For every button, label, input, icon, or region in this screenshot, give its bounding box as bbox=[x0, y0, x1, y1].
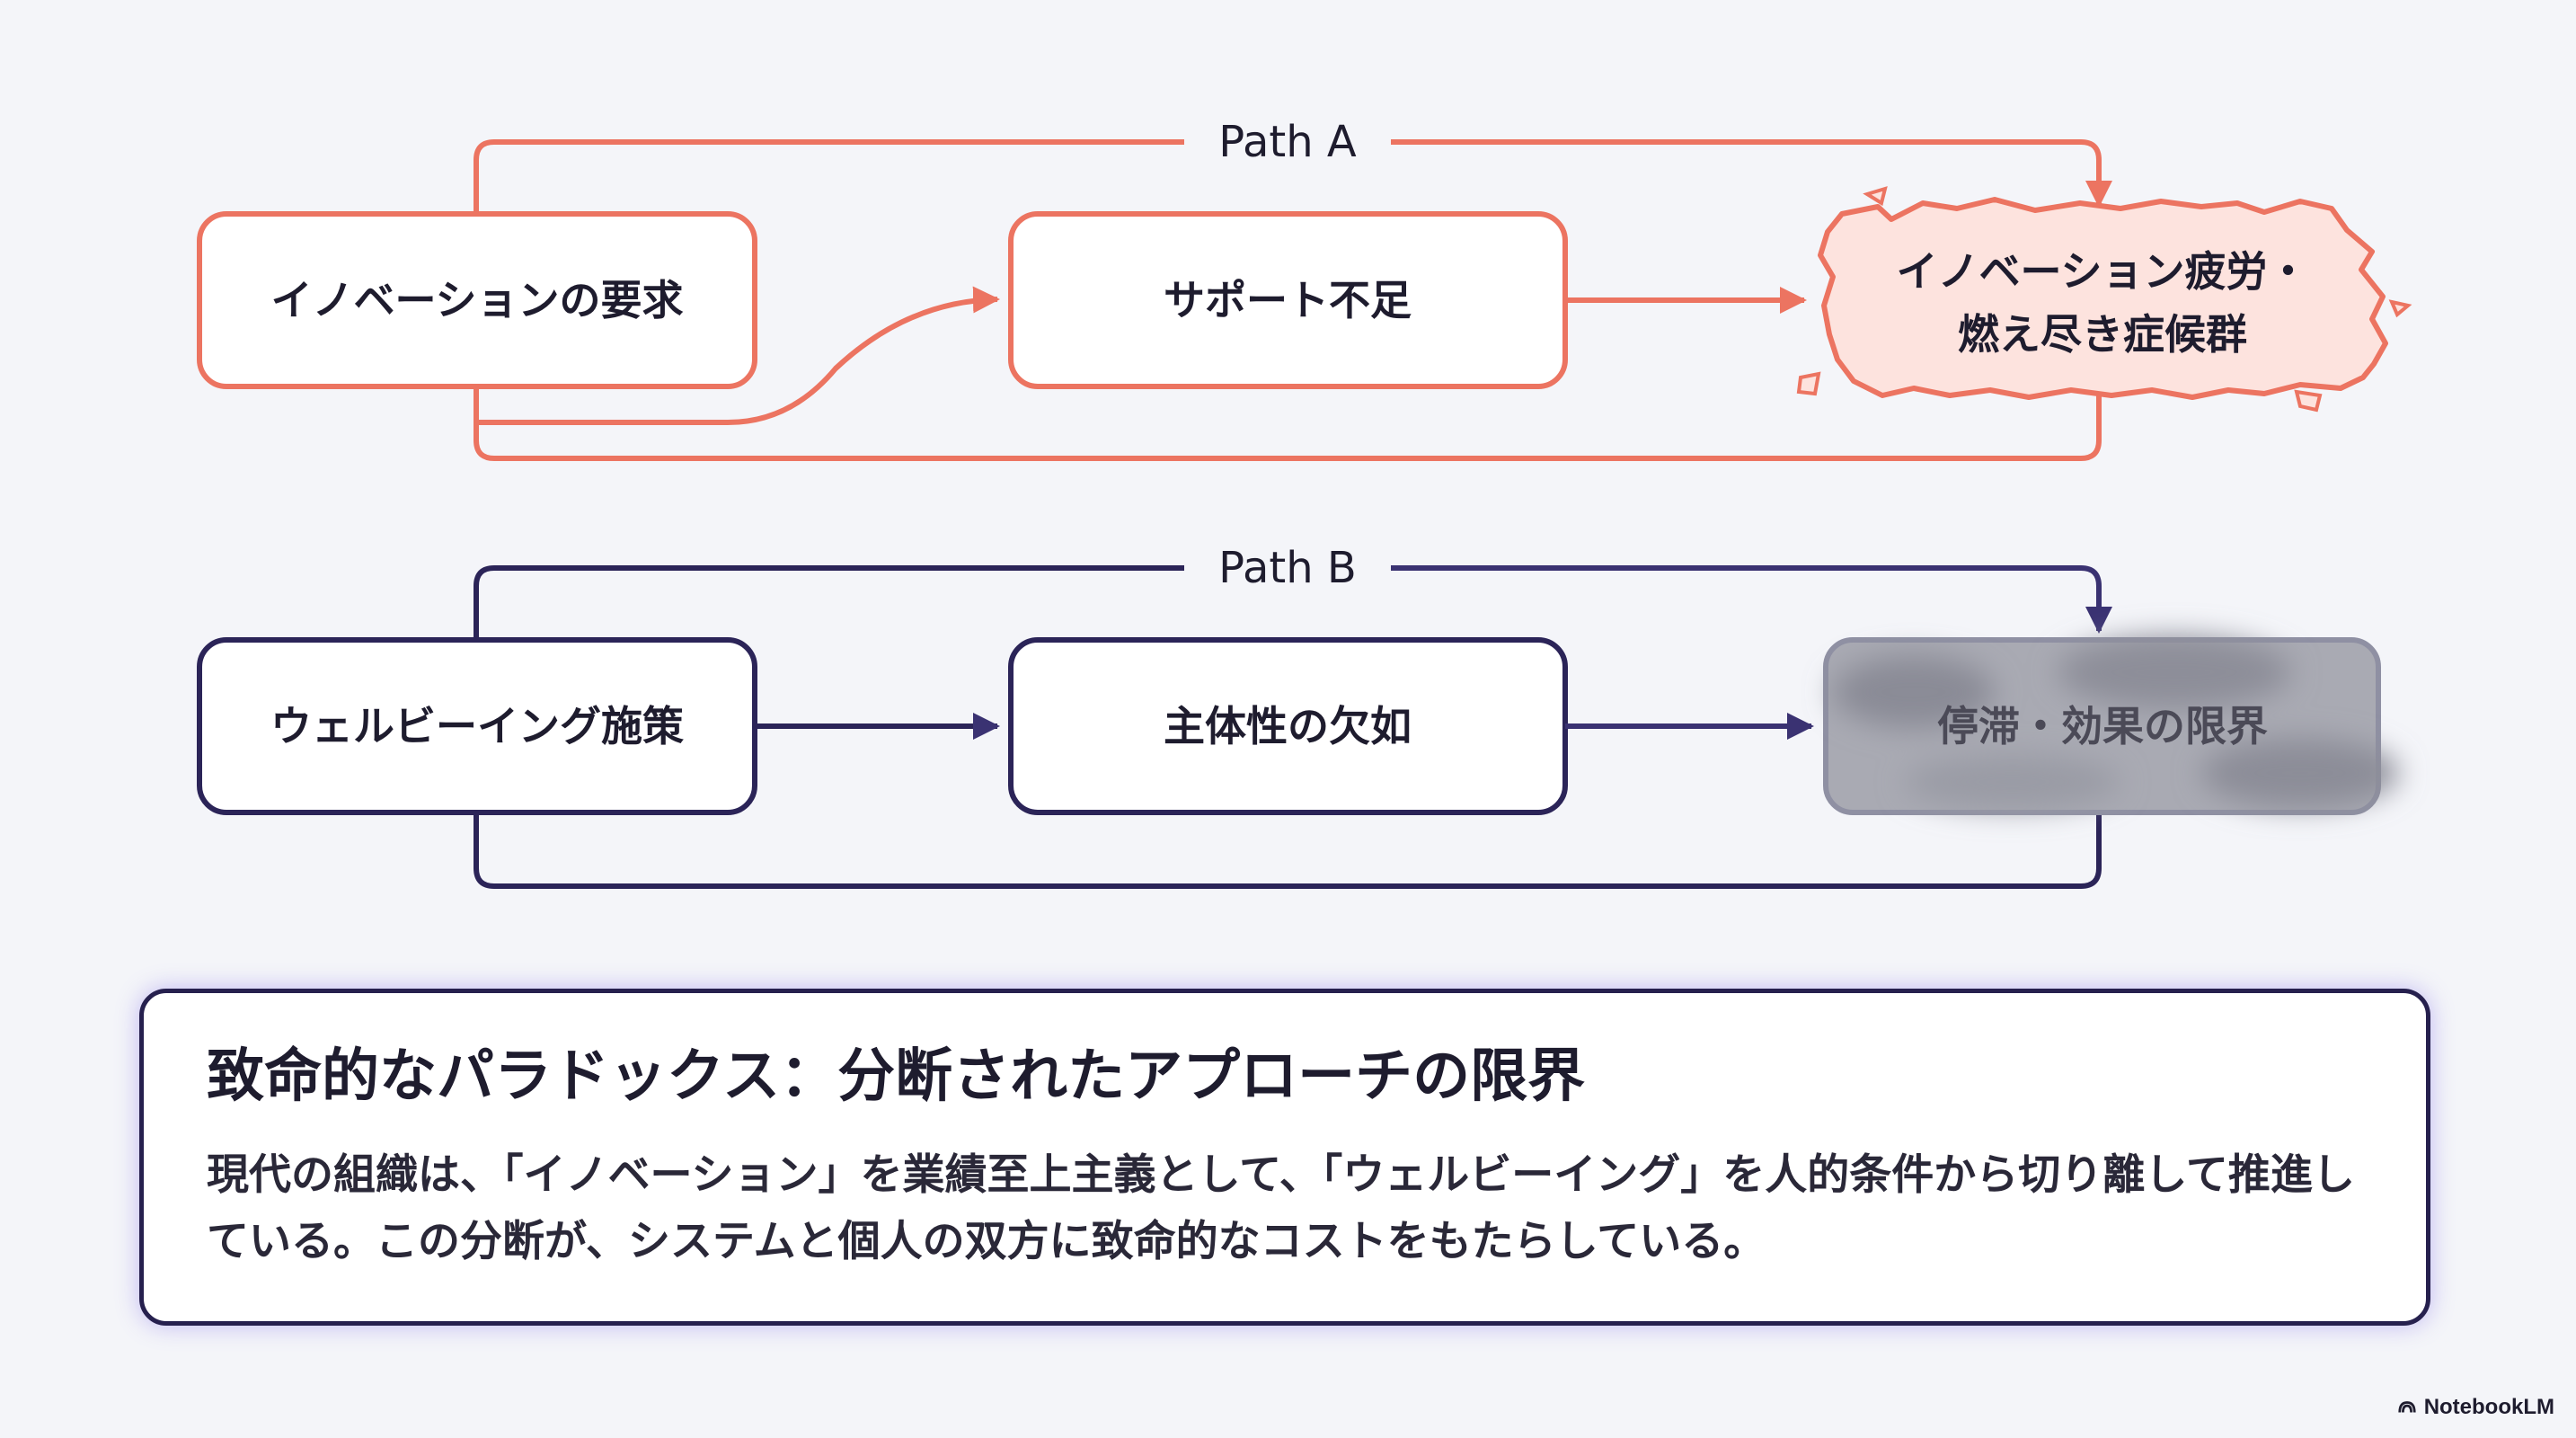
path-a-top-loop-right bbox=[1391, 139, 2112, 208]
path-b-group: Path B ウェルビーイング施策 主体性の欠如 停 bbox=[197, 543, 2399, 889]
path-a-top-loop bbox=[474, 139, 1184, 214]
notebooklm-logo-icon bbox=[2398, 1401, 2416, 1413]
path-a-node-burnout: イノベーション疲労・ 燃え尽き症候群 bbox=[1796, 186, 2412, 413]
brand-name: NotebookLM bbox=[2423, 1395, 2554, 1419]
path-b-top-loop bbox=[474, 565, 1184, 640]
path-b-node-stagnation: 停滞・効果の限界 bbox=[1823, 636, 2399, 815]
path-b-node-wellbeing-measures-label: ウェルビーイング施策 bbox=[270, 702, 684, 750]
path-b-node-wellbeing-measures: ウェルビーイング施策 bbox=[197, 637, 757, 815]
path-b-node-lack-of-agency: 主体性の欠如 bbox=[1008, 637, 1568, 815]
path-a-node-innovation-demand-label: イノベーションの要求 bbox=[270, 276, 683, 324]
summary-title: 致命的なパラドックス：分断されたアプローチの限界 bbox=[207, 1043, 1586, 1110]
burnout-fragment bbox=[1863, 186, 1888, 207]
burnout-fragment bbox=[2388, 299, 2412, 318]
summary-card: 致命的なパラドックス：分断されたアプローチの限界 現代の組織は、「イノベーション… bbox=[139, 989, 2430, 1326]
fog-cloud bbox=[1833, 636, 2399, 809]
path-b-bottom-loop bbox=[474, 812, 2102, 889]
path-a-bottom-loop bbox=[474, 386, 2102, 461]
path-a-group: Path A イノベーションの要求 サポート不足 イノベーション疲労・ 燃え尽き… bbox=[197, 117, 2412, 461]
burnout-fragment bbox=[1796, 371, 1821, 396]
path-a-arrow-1-to-2 bbox=[476, 286, 1000, 425]
summary-body: 現代の組織は、「イノベーション」を業績至上主義として、「ウェルビーイング」を人的… bbox=[207, 1150, 2355, 1266]
path-a-label: Path A bbox=[1218, 117, 1357, 167]
burnout-jagged-shape bbox=[1818, 197, 2388, 400]
burnout-fragment bbox=[2294, 389, 2323, 413]
path-a-node-innovation-demand: イノベーションの要求 bbox=[197, 211, 757, 389]
path-a-node-lack-of-support: サポート不足 bbox=[1008, 211, 1568, 389]
path-b-top-loop-right bbox=[1391, 565, 2112, 634]
path-b-label: Path B bbox=[1218, 543, 1357, 593]
path-a-node-lack-of-support-label: サポート不足 bbox=[1164, 276, 1412, 324]
path-b-node-stagnation-label: 停滞・効果の限界 bbox=[1937, 702, 2268, 750]
path-a-node-burnout-label-line2: 燃え尽き症候群 bbox=[1958, 310, 2247, 359]
path-a-node-burnout-label-line1: イノベーション疲労・ bbox=[1896, 247, 2308, 296]
brand-watermark: NotebookLM bbox=[2397, 1395, 2554, 1420]
path-b-node-lack-of-agency-label: 主体性の欠如 bbox=[1164, 702, 1412, 750]
